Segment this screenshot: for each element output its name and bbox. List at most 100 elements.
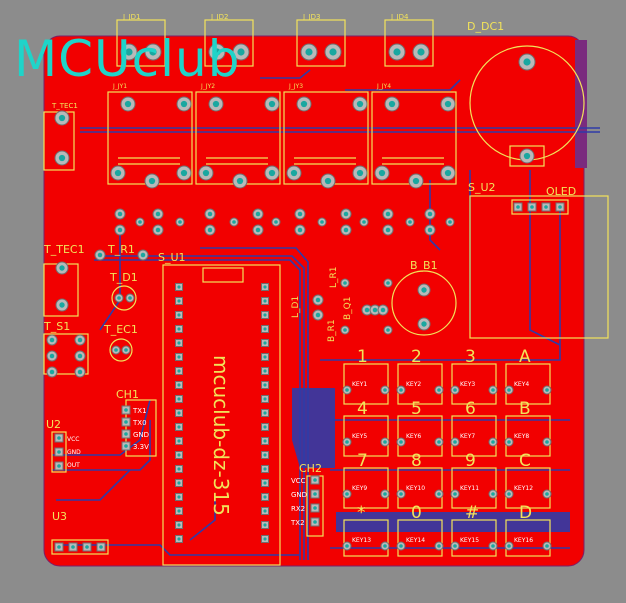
pad (380, 541, 390, 551)
copper-pour (336, 512, 570, 532)
key-ref: KEY7 (460, 433, 475, 440)
pad (405, 217, 415, 227)
pad (294, 224, 306, 236)
u2-pin-label: VCC (67, 436, 79, 443)
pad-group (46, 43, 565, 552)
pad (144, 43, 162, 61)
pad (111, 345, 121, 355)
pad (504, 437, 514, 447)
pad (198, 165, 214, 181)
pad (261, 395, 269, 403)
pad (175, 409, 183, 417)
pad (342, 437, 352, 447)
oled-outline (469, 195, 609, 339)
ch1-pin-label: TX1 (132, 407, 147, 415)
board-text: mcuclub-dz-315 (209, 355, 233, 516)
pad (46, 334, 58, 346)
pad (300, 43, 318, 61)
key-label: 5 (411, 399, 422, 419)
key-label: 1 (357, 347, 368, 367)
pad (68, 542, 78, 552)
pad (408, 173, 424, 189)
pad (261, 493, 269, 501)
pad (519, 148, 535, 164)
pad (296, 96, 312, 112)
pad (542, 437, 552, 447)
pad (175, 339, 183, 347)
copper-pour (292, 388, 335, 468)
key-ref: KEY14 (406, 537, 425, 544)
key-label: 2 (411, 347, 422, 367)
pad (175, 395, 183, 403)
label-jd2: J_JD2 (210, 13, 228, 21)
pad (261, 381, 269, 389)
pad (175, 451, 183, 459)
pad (261, 479, 269, 487)
pad (340, 208, 352, 220)
pad (384, 96, 400, 112)
pad (261, 283, 269, 291)
pad (434, 385, 444, 395)
logo: MCUclub (14, 30, 240, 88)
keypad-labels: 1KEY12KEY23KEY3AKEY44KEY55KEY66KEY7BKEY8… (352, 347, 533, 544)
label-u2: U2 (46, 418, 61, 431)
pad (110, 165, 126, 181)
pad (120, 96, 136, 112)
pad (352, 165, 368, 181)
pad (175, 423, 183, 431)
pad (488, 437, 498, 447)
key-ref: KEY2 (406, 381, 421, 388)
pad (445, 217, 455, 227)
key-label: 3 (465, 347, 476, 367)
pad (264, 96, 280, 112)
label-jy2: J_JY2 (200, 83, 215, 90)
pad (152, 224, 164, 236)
pad (383, 278, 393, 288)
pad (294, 208, 306, 220)
pad (542, 385, 552, 395)
pad (320, 173, 336, 189)
pad (424, 224, 436, 236)
pad (261, 437, 269, 445)
pad (504, 541, 514, 551)
pad (74, 366, 86, 378)
label-tec1-top: T_TEC1 (51, 102, 78, 110)
ch1-pin-label: GND (133, 431, 149, 439)
pad (55, 261, 69, 275)
pad (261, 353, 269, 361)
pad (204, 208, 216, 220)
key-label: B (519, 399, 531, 419)
pad (342, 541, 352, 551)
key-label: D (519, 503, 532, 523)
pad (46, 350, 58, 362)
pad (440, 96, 456, 112)
pad (396, 541, 406, 551)
pad (152, 208, 164, 220)
label-lr1: L_R1 (329, 267, 339, 289)
pad (342, 385, 352, 395)
pad (382, 224, 394, 236)
u2-pin-label: GND (67, 449, 81, 456)
pad (286, 165, 302, 181)
pad (175, 493, 183, 501)
pad (488, 385, 498, 395)
pad (340, 278, 350, 288)
pad (504, 489, 514, 499)
key-ref: KEY16 (514, 537, 533, 544)
pad (352, 96, 368, 112)
pad (396, 437, 406, 447)
pad (383, 325, 393, 335)
pad (121, 429, 131, 439)
buzzer-outline (391, 270, 457, 336)
pad (135, 217, 145, 227)
pad (555, 202, 565, 212)
pad (310, 517, 320, 527)
label-dc1: D_DC1 (467, 20, 504, 33)
pad (114, 224, 126, 236)
pad (125, 293, 135, 303)
pad (440, 165, 456, 181)
pad (175, 507, 183, 515)
terminal-blocks (116, 19, 434, 67)
pad (175, 283, 183, 291)
pad (450, 385, 460, 395)
